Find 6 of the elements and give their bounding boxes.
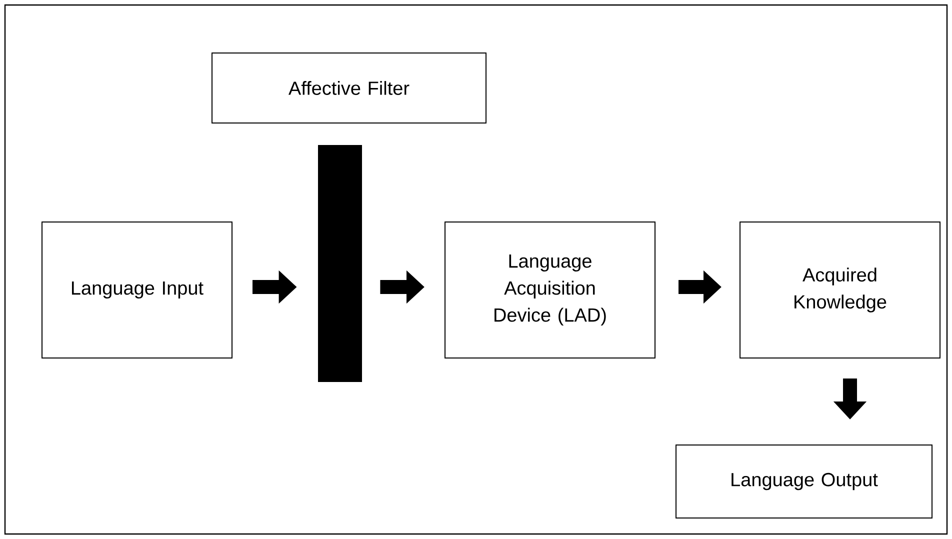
process-box: Language Input	[42, 222, 232, 358]
process-box: Acquired Knowledge	[740, 222, 940, 358]
process-box: Language Output	[676, 444, 932, 518]
process-box: Affective Filter	[212, 52, 486, 124]
filter-bar	[318, 145, 362, 382]
process-box: Language Acquisition Device (LAD)	[444, 222, 656, 358]
